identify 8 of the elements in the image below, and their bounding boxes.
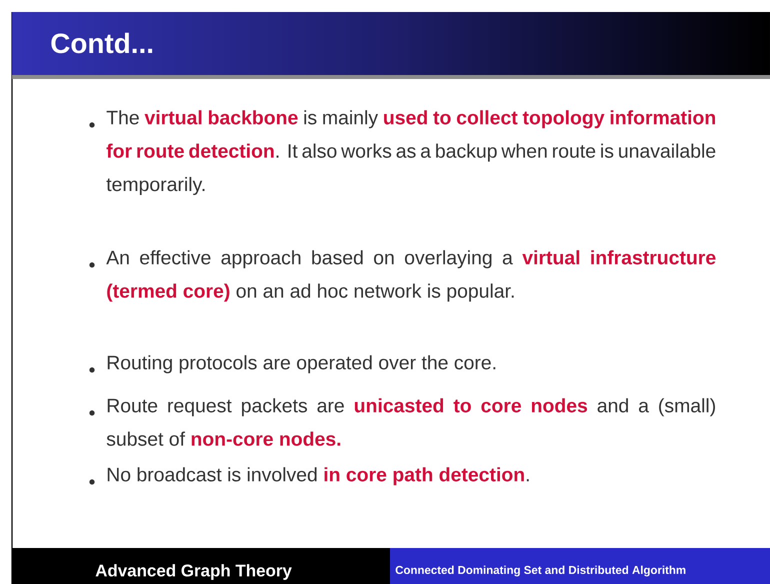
- bullet-text: Routing protocols are operated over the core.: [108, 355, 496, 374]
- bullet-text: The virtual backbone is mainly used to collect topology information for route detection. It also works as a backup when route is unavailable temporarily.: [106, 110, 716, 196]
- footer-text: Connected Dominating Set and Distributed Algorithm: [396, 566, 686, 576]
- bullet-text: Route request packets are unicasted to core nodes and a (small) subset of non-core nodes.: [106, 398, 715, 446]
- bullet-text: An effective approach based on overlaying a virtual infrastructure (termed core) on an ad hoc network is popular.: [106, 250, 716, 302]
- bullet-text: No broadcast is involved in core path detection.: [108, 467, 529, 486]
- slide-title: Contd...: [51, 32, 152, 54]
- footer-text: Advanced Graph Theory: [96, 564, 292, 580]
